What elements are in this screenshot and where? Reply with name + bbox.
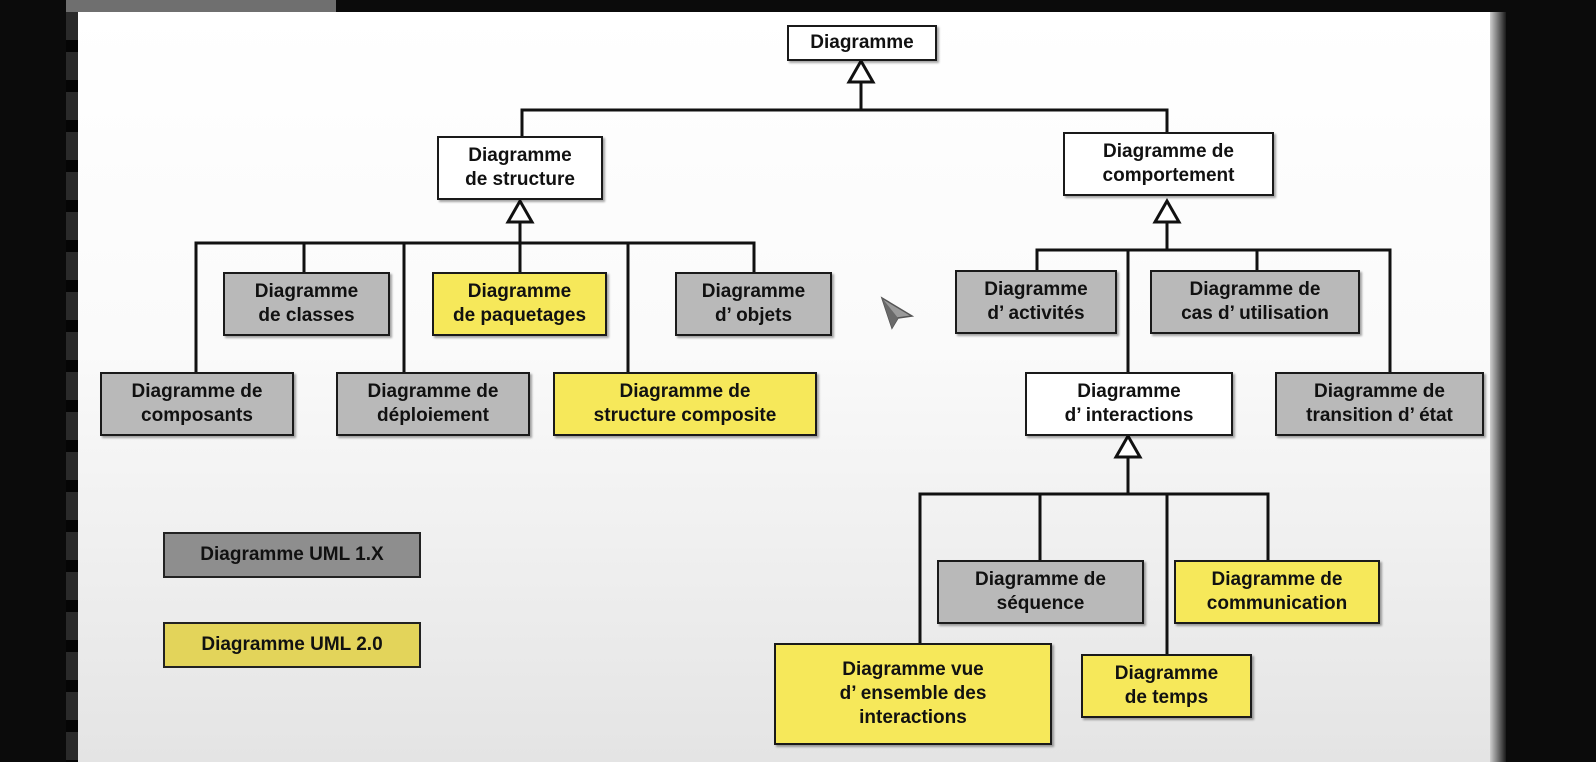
generalization-arrow-structure — [505, 197, 535, 224]
node-activity-diagram: Diagramme d’ activités — [955, 270, 1117, 334]
node-composite-structure-diagram: Diagramme de structure composite — [553, 372, 817, 436]
node-interaction-diagram: Diagramme d’ interactions — [1025, 372, 1233, 436]
node-deployment-diagram: Diagramme de déploiement — [336, 372, 530, 436]
node-use-case-diagram: Diagramme de cas d’ utilisation — [1150, 270, 1360, 334]
legend-uml-1x: Diagramme UML 1.X — [163, 532, 421, 578]
node-interaction-overview-diagram: Diagramme vue d’ ensemble des interactio… — [774, 643, 1052, 745]
node-timing-diagram: Diagramme de temps — [1081, 654, 1252, 718]
slide-right-shadow — [1490, 12, 1506, 762]
node-diagramme-root: Diagramme — [787, 25, 937, 61]
node-class-diagram: Diagramme de classes — [223, 272, 390, 336]
node-structure-diagram: Diagramme de structure — [437, 136, 603, 200]
node-state-transition-diagram: Diagramme de transition d’ état — [1275, 372, 1484, 436]
node-component-diagram: Diagramme de composants — [100, 372, 294, 436]
legend-uml-2-0: Diagramme UML 2.0 — [163, 622, 421, 668]
node-package-diagram: Diagramme de paquetages — [432, 272, 607, 336]
node-sequence-diagram: Diagramme de séquence — [937, 560, 1144, 624]
node-behavior-diagram: Diagramme de comportement — [1063, 132, 1274, 196]
node-object-diagram: Diagramme d’ objets — [675, 272, 832, 336]
pointer-cursor-icon — [880, 296, 915, 330]
generalization-arrow-behavior — [1152, 197, 1182, 224]
generalization-arrow-interactions — [1113, 432, 1143, 459]
generalization-arrow-root — [846, 57, 876, 84]
left-border-decoration — [66, 12, 80, 762]
node-communication-diagram: Diagramme de communication — [1174, 560, 1380, 624]
